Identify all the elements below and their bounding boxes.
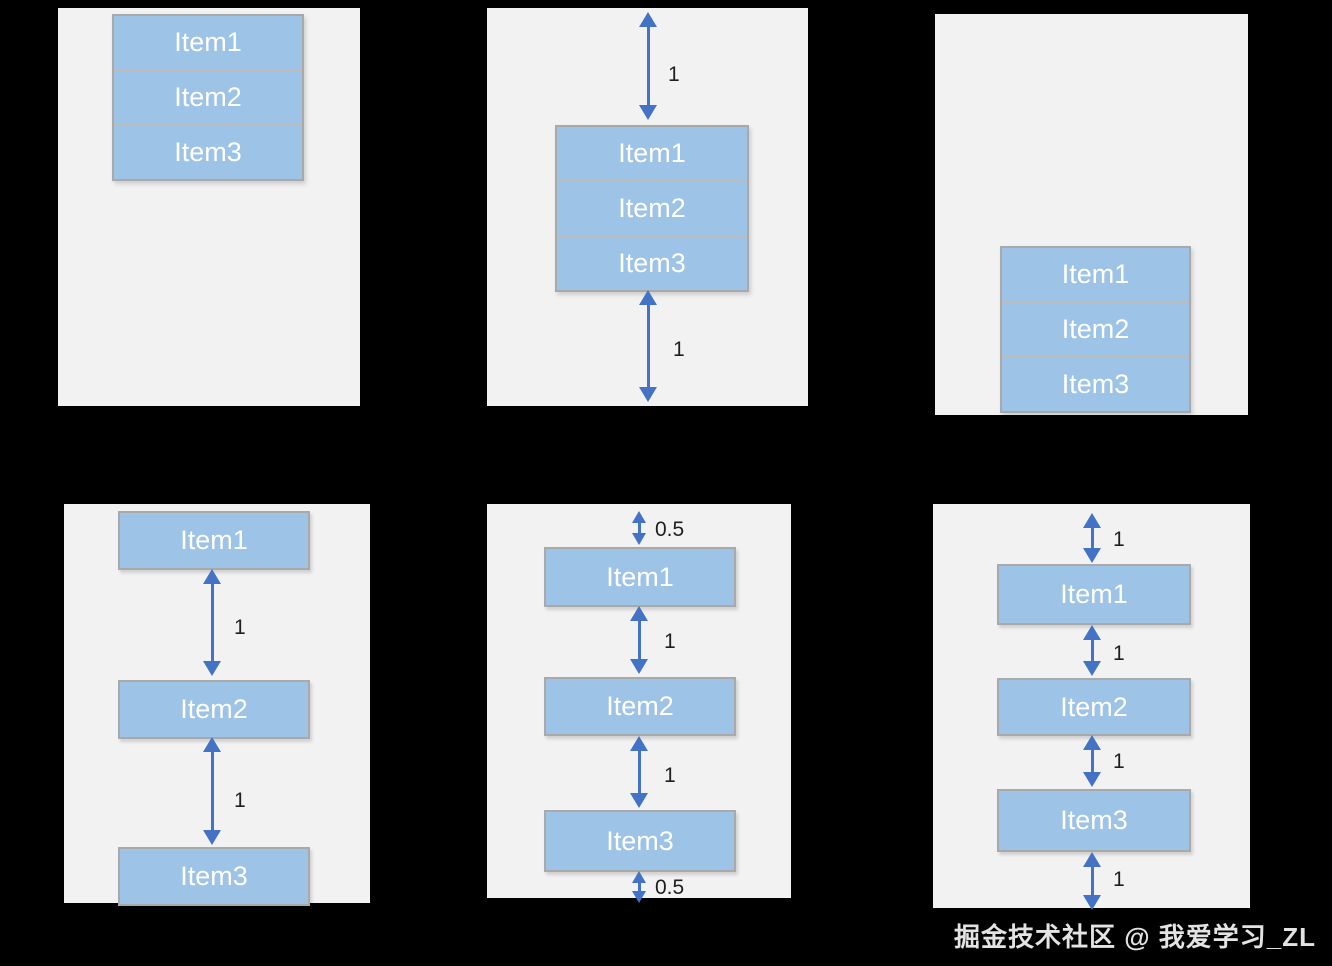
flex-item: Item2 [557,182,747,237]
gap-label: 1 [664,630,676,653]
gap-label: 0.5 [655,876,685,899]
flex-item: Item3 [1061,369,1130,399]
flex-item: Item3 [618,248,686,278]
double-arrow-icon [203,737,221,845]
flex-item: Item3 [997,789,1191,852]
double-arrow-icon [630,511,648,545]
gap-label: 1 [234,616,246,639]
gap-label: 1 [1113,750,1125,773]
flex-item: Item2 [1002,303,1189,358]
double-arrow-icon [1083,735,1101,787]
double-arrow-icon [630,871,648,903]
double-arrow-icon [630,606,648,674]
double-arrow-icon [630,736,648,808]
flex-item: Item1 [114,16,302,71]
panel-space-between: Item1 1 Item2 1 Item3 [64,504,370,906]
flex-item: Item1 [1002,248,1189,303]
double-arrow-icon [1083,852,1101,910]
gap-label: 1 [1113,528,1125,551]
panel-flex-end: Item1 Item2 Item3 [935,14,1248,415]
gap-label: 0.5 [655,518,685,541]
flex-item: Item1 [997,564,1191,625]
item-stack: Item1 Item2 Item3 [112,14,304,181]
flex-item: Item2 [114,71,302,126]
gap-label: 1 [234,789,246,812]
item-stack: Item1 Item2 Item3 [1000,246,1191,413]
gap-label: 1 [668,63,680,86]
panel-space-evenly: 1 Item1 1 Item2 1 Item3 1 [933,504,1250,910]
flex-item: Item2 [997,678,1191,736]
gap-label: 1 [664,764,676,787]
double-arrow-icon [639,12,657,120]
flex-item: Item3 [118,847,310,906]
panel-center: 1 Item1 Item2 Item3 1 [487,8,808,406]
panel-flex-start: Item1 Item2 Item3 [58,8,360,406]
panel-space-around: 0.5 Item1 1 Item2 1 Item3 0.5 [487,504,791,903]
watermark: 掘金技术社区 @ 我爱学习_ZL [953,922,1316,952]
double-arrow-icon [639,290,657,402]
item-stack: Item1 Item2 Item3 [555,125,749,292]
flex-item: Item3 [544,810,736,872]
gap-label: 1 [673,338,685,361]
flex-item: Item1 [557,127,747,182]
double-arrow-icon [1083,625,1101,676]
double-arrow-icon [1083,513,1101,563]
gap-label: 1 [1113,868,1125,891]
gap-label: 1 [1113,642,1125,665]
flex-item: Item1 [544,547,736,607]
flex-item: Item2 [544,677,736,736]
flex-item: Item3 [174,137,242,167]
flex-item: Item1 [118,511,310,570]
flex-item: Item2 [118,680,310,739]
double-arrow-icon [203,569,221,676]
